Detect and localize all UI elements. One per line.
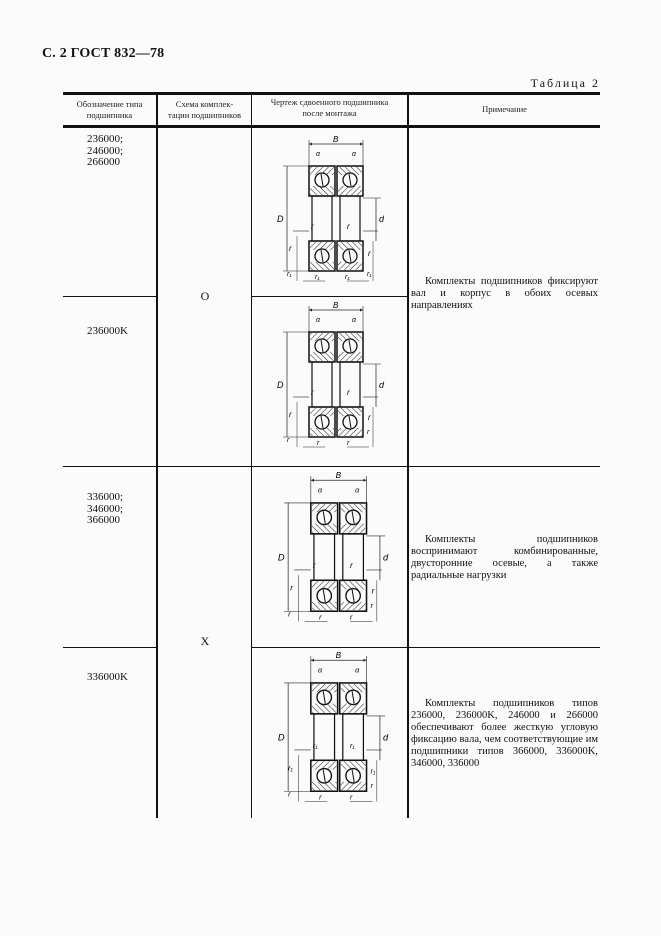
table-top-border	[63, 92, 600, 95]
group-divider	[63, 466, 600, 467]
svg-text:r: r	[347, 440, 350, 447]
type-cell: 336000K	[87, 671, 128, 683]
svg-text:r₁: r₁	[345, 274, 350, 281]
svg-text:r: r	[313, 561, 317, 570]
col-header-note: Примечание	[482, 104, 527, 114]
svg-text:r: r	[367, 429, 370, 436]
scheme-x: X	[200, 634, 210, 648]
type-cell: 236000; 246000; 266000	[87, 133, 124, 168]
svg-text:r: r	[350, 612, 353, 621]
svg-text:r: r	[288, 609, 291, 618]
svg-text:r: r	[347, 222, 350, 231]
type-cell: 336000; 346000; 366000	[87, 491, 124, 526]
svg-text:r: r	[368, 249, 371, 258]
svg-text:r: r	[319, 792, 322, 801]
svg-text:r: r	[289, 410, 292, 419]
row-divider-o	[63, 296, 157, 297]
col-divider-3	[407, 92, 409, 818]
col-divider-1	[156, 92, 158, 818]
table-label: Таблица 2	[530, 76, 600, 90]
svg-text:r₁: r₁	[367, 271, 372, 278]
svg-text:r₁: r₁	[350, 741, 355, 750]
svg-text:r: r	[319, 612, 322, 621]
svg-text:r: r	[371, 781, 374, 790]
type-cell: 236000K	[87, 325, 128, 337]
svg-text:r: r	[290, 584, 294, 593]
col-divider-2	[251, 92, 252, 818]
svg-text:r: r	[350, 792, 353, 801]
svg-text:r: r	[317, 440, 320, 447]
svg-text:r₁: r₁	[287, 271, 292, 278]
header-bottom-border	[63, 125, 600, 128]
svg-text:r: r	[289, 244, 292, 253]
svg-text:r: r	[288, 789, 291, 798]
svg-text:r₁: r₁	[313, 741, 318, 750]
note-x-2: Комплекты подшипников типов 236000, 2360…	[411, 698, 598, 769]
svg-text:r₁: r₁	[288, 764, 293, 773]
svg-text:r: r	[347, 388, 350, 397]
col-header-drawing: Чертеж сдвоенного подшипника после монта…	[270, 97, 389, 118]
col-header-scheme: Схема комплек- тации подшипников	[168, 99, 241, 120]
svg-text:r: r	[368, 413, 371, 422]
note-o: Комплекты подшипников фиксируют вал и ко…	[411, 276, 598, 311]
svg-text:r: r	[350, 561, 354, 570]
col-header-type: Обозначение типа подшипника	[76, 99, 143, 120]
svg-text:r: r	[371, 601, 374, 610]
row-divider-x	[63, 647, 157, 648]
page-header: С. 2 ГОСТ 832—78	[42, 46, 165, 61]
row-divider-o-drawing	[251, 296, 408, 297]
svg-text:r: r	[311, 388, 314, 397]
row-divider-x-right	[251, 647, 600, 648]
bearing-table: Обозначение типа подшипника Схема компле…	[63, 92, 600, 818]
svg-text:r₁: r₁	[371, 767, 376, 776]
svg-text:r: r	[372, 587, 376, 596]
svg-text:r₁: r₁	[315, 274, 320, 281]
bearing-drawing-o-1: B αα	[276, 136, 386, 282]
bearing-drawing-x-2: r₁ r₁ r₁ r₁ r r r r	[277, 652, 390, 803]
svg-text:r: r	[287, 437, 290, 444]
note-x-1: Комплекты подшипников воспринимают комби…	[411, 534, 598, 581]
scheme-o: O	[200, 289, 210, 303]
svg-text:r: r	[311, 222, 314, 231]
